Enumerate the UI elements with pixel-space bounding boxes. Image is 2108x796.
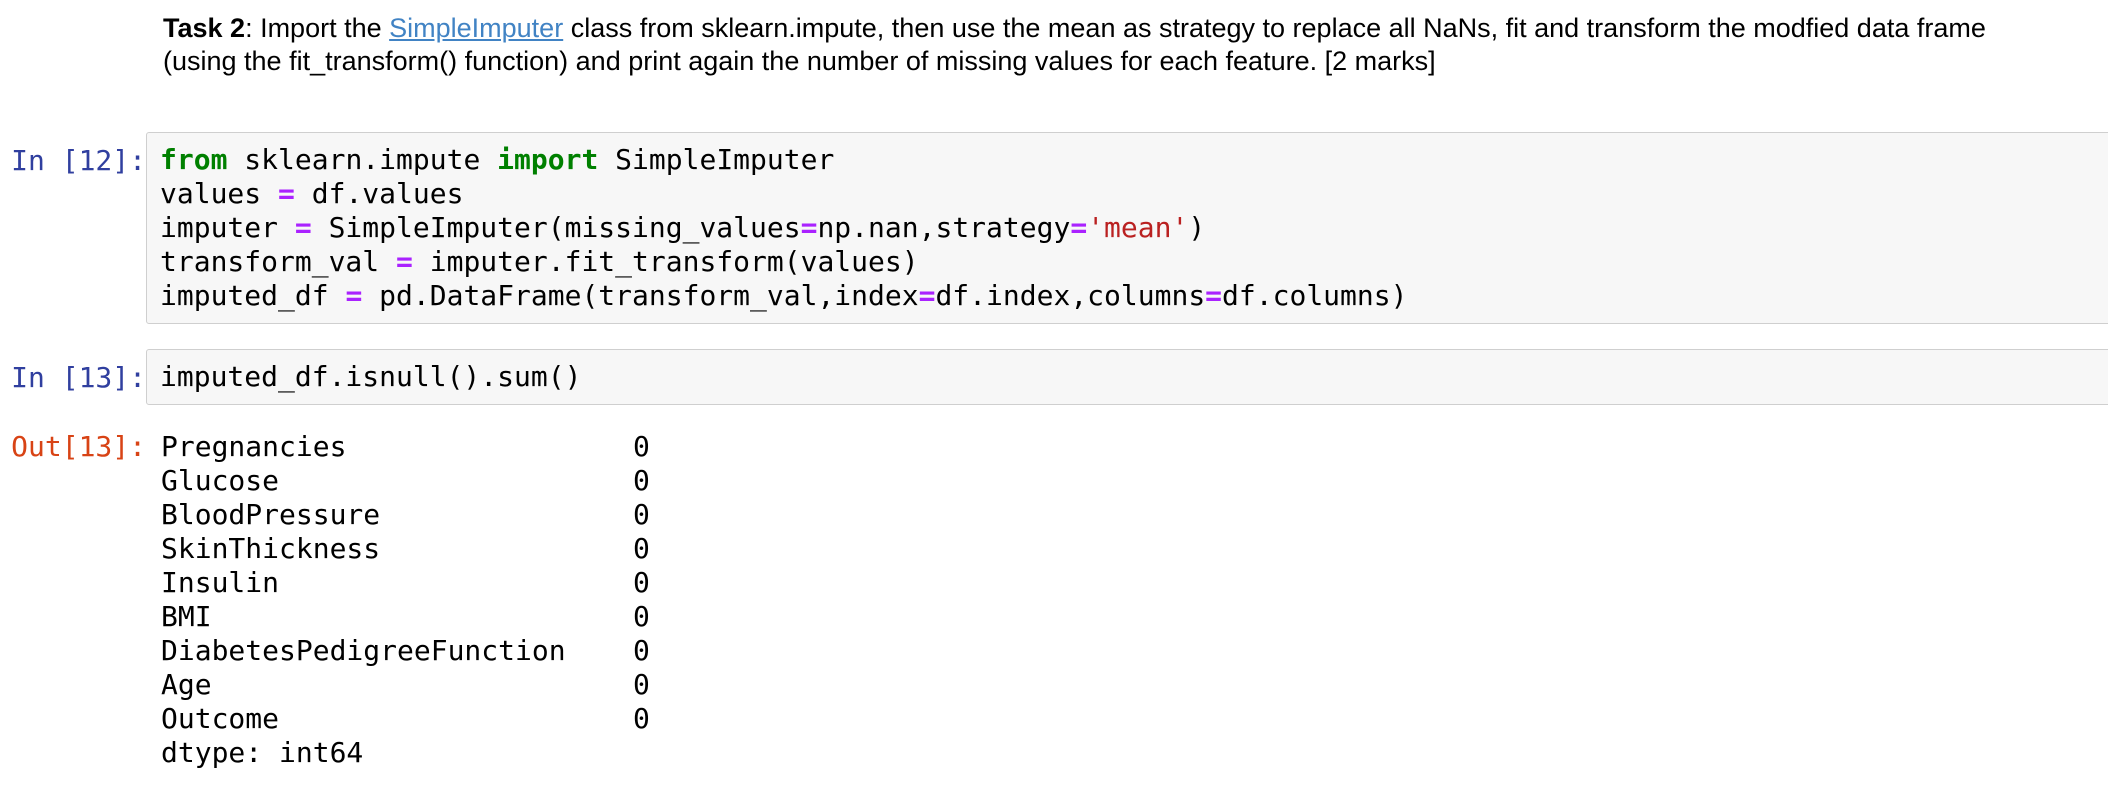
code-line: values = df.values: [160, 177, 2108, 211]
code-token-op: =: [918, 279, 936, 312]
output-missing-count: 0: [633, 600, 650, 633]
markdown-line: (using the fit_transform() function) and…: [163, 45, 2108, 78]
output-feature-name: BloodPressure: [161, 498, 381, 531]
code-token: transform_val: [160, 245, 397, 278]
code-line: from sklearn.impute import SimpleImputer: [160, 143, 2108, 177]
output-missing-count: 0: [633, 498, 650, 531]
code-token: imputer: [160, 211, 295, 244]
code-line: imputer = SimpleImputer(missing_values=n…: [160, 211, 2108, 245]
output-row: Outcome 0: [161, 702, 2108, 736]
output-feature-name: SkinThickness: [161, 532, 381, 565]
code-token: df.values: [294, 177, 464, 210]
output-feature-name: BMI: [161, 600, 212, 633]
markdown-content: Task 2: Import the SimpleImputer class f…: [146, 12, 2108, 78]
code-token: imputer.fit_transform(values): [412, 245, 919, 278]
in-prompt-13: In [13]:: [11, 361, 146, 394]
code-token-op: =: [396, 245, 413, 278]
code-token: ): [1188, 211, 1206, 244]
code-token-op: =: [294, 211, 312, 244]
notebook: Task 2: Import the SimpleImputer class f…: [0, 12, 2108, 770]
output-row: BloodPressure 0: [161, 498, 2108, 532]
output-dtype-line: dtype: int64: [161, 736, 364, 769]
code-token: df.index,columns: [935, 279, 1206, 312]
output-feature-name: Insulin: [161, 566, 280, 599]
code-input-area-12[interactable]: from sklearn.impute import SimpleImputer…: [146, 132, 2108, 324]
code-input-area-13[interactable]: imputed_df.isnull().sum(): [146, 349, 2108, 405]
output-missing-count: 0: [633, 634, 650, 667]
code-token: SimpleImputer: [598, 143, 835, 176]
output-feature-name: Age: [161, 668, 212, 701]
output-feature-name: DiabetesPedigreeFunction: [161, 634, 566, 667]
code-token-op: =: [1205, 279, 1223, 312]
markdown-prompt-spacer: [0, 12, 146, 78]
code-line: imputed_df = pd.DataFrame(transform_val,…: [160, 279, 2108, 313]
code-line: transform_val = imputer.fit_transform(va…: [160, 245, 2108, 279]
code-token-str: 'mean': [1087, 211, 1189, 244]
code-token: values: [160, 177, 279, 210]
markdown-text: class from sklearn.impute, then use the …: [563, 13, 1986, 43]
markdown-text: (using the fit_transform() function) and…: [163, 46, 1436, 76]
output-feature-name: Outcome: [161, 702, 280, 735]
output-row: DiabetesPedigreeFunction 0: [161, 634, 2108, 668]
output-missing-count: 0: [633, 430, 650, 463]
output-feature-name: Glucose: [161, 464, 280, 497]
markdown-line: Task 2: Import the SimpleImputer class f…: [163, 12, 2108, 45]
code-token: np.nan,strategy: [817, 211, 1071, 244]
output-row: Age 0: [161, 668, 2108, 702]
simpleimputer-link[interactable]: SimpleImputer: [389, 13, 564, 43]
output-missing-count: 0: [633, 532, 650, 565]
output-feature-name: Pregnancies: [161, 430, 347, 463]
markdown-text: : Import the: [245, 13, 390, 43]
code-token: imputed_df: [160, 279, 346, 312]
code-token: df.columns): [1222, 279, 1408, 312]
out-prompt-13: Out[13]:: [11, 430, 146, 463]
code-token-op: =: [800, 211, 818, 244]
code-cell-in13: In [13]: imputed_df.isnull().sum(): [0, 349, 2108, 405]
code-token-op: =: [345, 279, 363, 312]
code-token: SimpleImputer(missing_values: [311, 211, 801, 244]
code-token-kw: import: [497, 143, 599, 176]
output-row: Glucose 0: [161, 464, 2108, 498]
output-row: Insulin 0: [161, 566, 2108, 600]
code-token-op: =: [278, 177, 295, 210]
code-token-kw: from: [160, 143, 228, 176]
output-row: BMI 0: [161, 600, 2108, 634]
output-missing-count: 0: [633, 702, 650, 735]
output-row: Pregnancies 0: [161, 430, 2108, 464]
markdown-text: Task 2: [163, 13, 246, 43]
in-prompt-12: In [12]:: [11, 144, 146, 177]
code-line: imputed_df.isnull().sum(): [160, 360, 2108, 394]
markdown-cell[interactable]: Task 2: Import the SimpleImputer class f…: [0, 12, 2108, 78]
output-missing-count: 0: [633, 668, 650, 701]
output-row: SkinThickness 0: [161, 532, 2108, 566]
code-token-op: =: [1070, 211, 1088, 244]
code-token: pd.DataFrame(transform_val,index: [362, 279, 919, 312]
code-cell-in12: In [12]: from sklearn.impute import Simp…: [0, 132, 2108, 324]
code-token: sklearn.impute: [227, 143, 498, 176]
output-missing-count: 0: [633, 464, 650, 497]
code-token: imputed_df.isnull().sum(): [160, 360, 582, 393]
output-missing-count: 0: [633, 566, 650, 599]
